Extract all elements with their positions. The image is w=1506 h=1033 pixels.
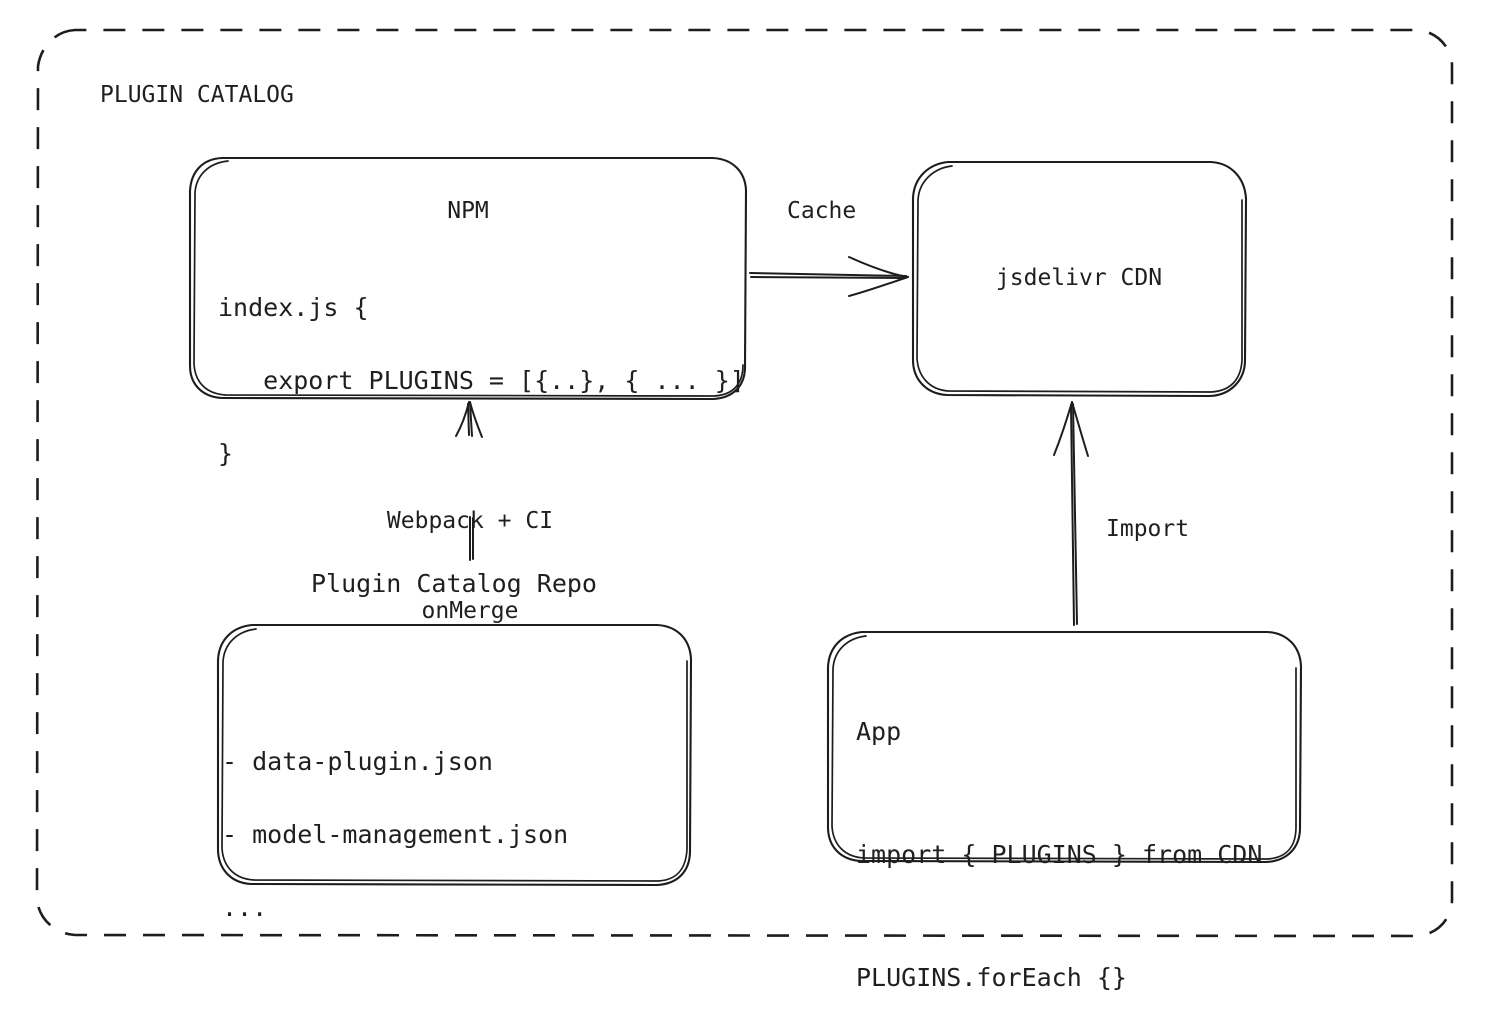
edge-label-cache: Cache	[787, 198, 857, 224]
app-code-line-3: PLUGINS.forEach {}	[856, 963, 1127, 992]
edge-label-webpack-ci: Webpack + CI onMerge	[330, 446, 610, 686]
app-code-spacer-2	[856, 910, 1262, 922]
arrow-app-to-cdn	[1053, 401, 1089, 626]
repo-code-line-3: ...	[222, 893, 268, 922]
npm-box-title: NPM	[447, 198, 489, 224]
repo-code-block: - data-plugin.json - model-management.js…	[222, 706, 568, 963]
arrow-npm-to-cdn	[749, 256, 909, 297]
npm-code-block: index.js { export PLUGINS = [{..}, { ...…	[218, 252, 745, 509]
npm-code-line-3: }	[218, 439, 234, 468]
app-code-block: App import { PLUGINS } from CDN PLUGINS.…	[856, 676, 1262, 1033]
repo-code-line-1: - data-plugin.json	[222, 747, 493, 776]
npm-code-line-2: export PLUGINS = [{..}, { ... }]	[218, 366, 745, 395]
app-code-line-1: App	[856, 717, 902, 746]
container-title: PLUGIN CATALOG	[100, 82, 294, 108]
edge-label-webpack-line-2: onMerge	[421, 598, 519, 624]
repo-heading: Plugin Catalog Repo	[311, 569, 597, 598]
repo-code-line-2: - model-management.json	[222, 820, 569, 849]
edge-label-import: Import	[1106, 516, 1190, 542]
app-code-spacer-1	[856, 787, 1262, 799]
diagram-canvas: PLUGIN CATALOG NPM index.js { export PLU…	[35, 28, 1454, 992]
npm-code-line-1: index.js {	[218, 293, 369, 322]
app-code-line-2: import { PLUGINS } from CDN	[856, 840, 1263, 869]
edge-label-webpack-line-1: Webpack + CI	[386, 508, 554, 534]
cdn-box-title: jsdelivr CDN	[995, 265, 1163, 291]
